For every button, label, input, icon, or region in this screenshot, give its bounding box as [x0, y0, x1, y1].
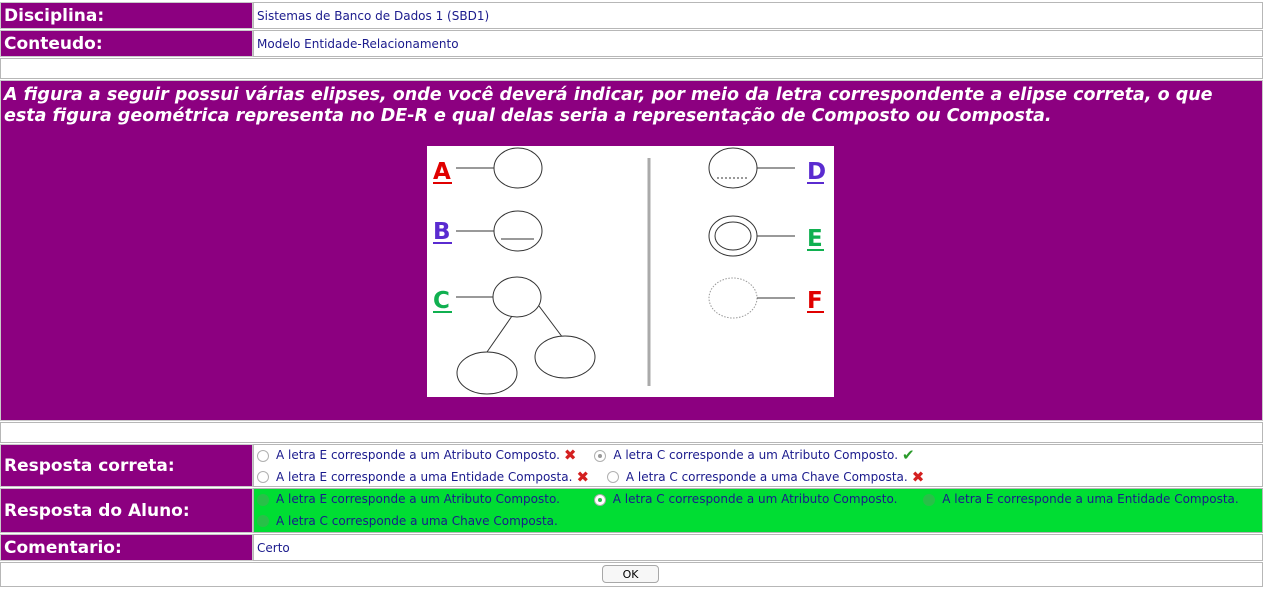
- letter-c: C: [433, 288, 450, 314]
- student-option-3[interactable]: A letra E corresponde a uma Entidade Com…: [923, 490, 1239, 509]
- letter-b: B: [433, 219, 451, 245]
- correct-answer-options: A letra E corresponde a um Atributo Comp…: [253, 444, 1263, 487]
- question-text: A figura a seguir possui várias elipses,…: [4, 85, 1213, 126]
- spacer-row: [0, 58, 1263, 79]
- er-diagram-figure: A B C D E F: [427, 146, 834, 397]
- check-icon: ✔: [902, 446, 915, 464]
- radio[interactable]: [257, 471, 269, 483]
- radio-selected[interactable]: [594, 449, 607, 462]
- letter-d: D: [807, 159, 826, 185]
- radio[interactable]: [257, 449, 269, 462]
- radio[interactable]: [923, 493, 936, 506]
- radio[interactable]: [257, 493, 269, 506]
- content-label: Conteudo:: [0, 30, 253, 57]
- spacer-row-2: [0, 422, 1263, 443]
- correct-option-2[interactable]: A letra C corresponde a um Atributo Comp…: [594, 446, 915, 465]
- ok-button[interactable]: OK: [602, 565, 659, 583]
- wrong-icon: ✖: [563, 446, 577, 464]
- content-value: Modelo Entidade-Relacionamento: [253, 30, 1263, 57]
- correct-option-3[interactable]: A letra E corresponde a uma Entidade Com…: [257, 468, 589, 487]
- student-answer-label: Resposta do Aluno:: [0, 488, 253, 533]
- letter-a: A: [433, 159, 451, 185]
- student-option-2[interactable]: A letra C corresponde a um Atributo Comp…: [593, 490, 897, 509]
- letter-f: F: [807, 288, 823, 314]
- student-option-1[interactable]: A letra E corresponde a um Atributo Comp…: [257, 490, 560, 509]
- letter-e: E: [807, 226, 823, 252]
- correct-option-1[interactable]: A letra E corresponde a um Atributo Comp…: [257, 446, 576, 465]
- correct-option-4[interactable]: A letra C corresponde a uma Chave Compos…: [606, 467, 925, 487]
- radio-selected[interactable]: [593, 493, 606, 506]
- discipline-label: Disciplina:: [0, 2, 253, 29]
- wrong-icon: ✖: [576, 467, 590, 486]
- radio[interactable]: [257, 515, 269, 527]
- discipline-value: Sistemas de Banco de Dados 1 (SBD1): [253, 2, 1263, 29]
- student-answer-options: A letra E corresponde a um Atributo Comp…: [253, 488, 1263, 533]
- radio[interactable]: [606, 471, 619, 483]
- comment-value: Certo: [253, 534, 1263, 561]
- wrong-icon: ✖: [911, 467, 925, 486]
- student-option-4[interactable]: A letra C corresponde a uma Chave Compos…: [257, 512, 558, 531]
- ellipses-diagram: A B C D E F: [433, 147, 826, 395]
- comment-label: Comentario:: [0, 534, 253, 561]
- correct-answer-label: Resposta correta:: [0, 444, 253, 487]
